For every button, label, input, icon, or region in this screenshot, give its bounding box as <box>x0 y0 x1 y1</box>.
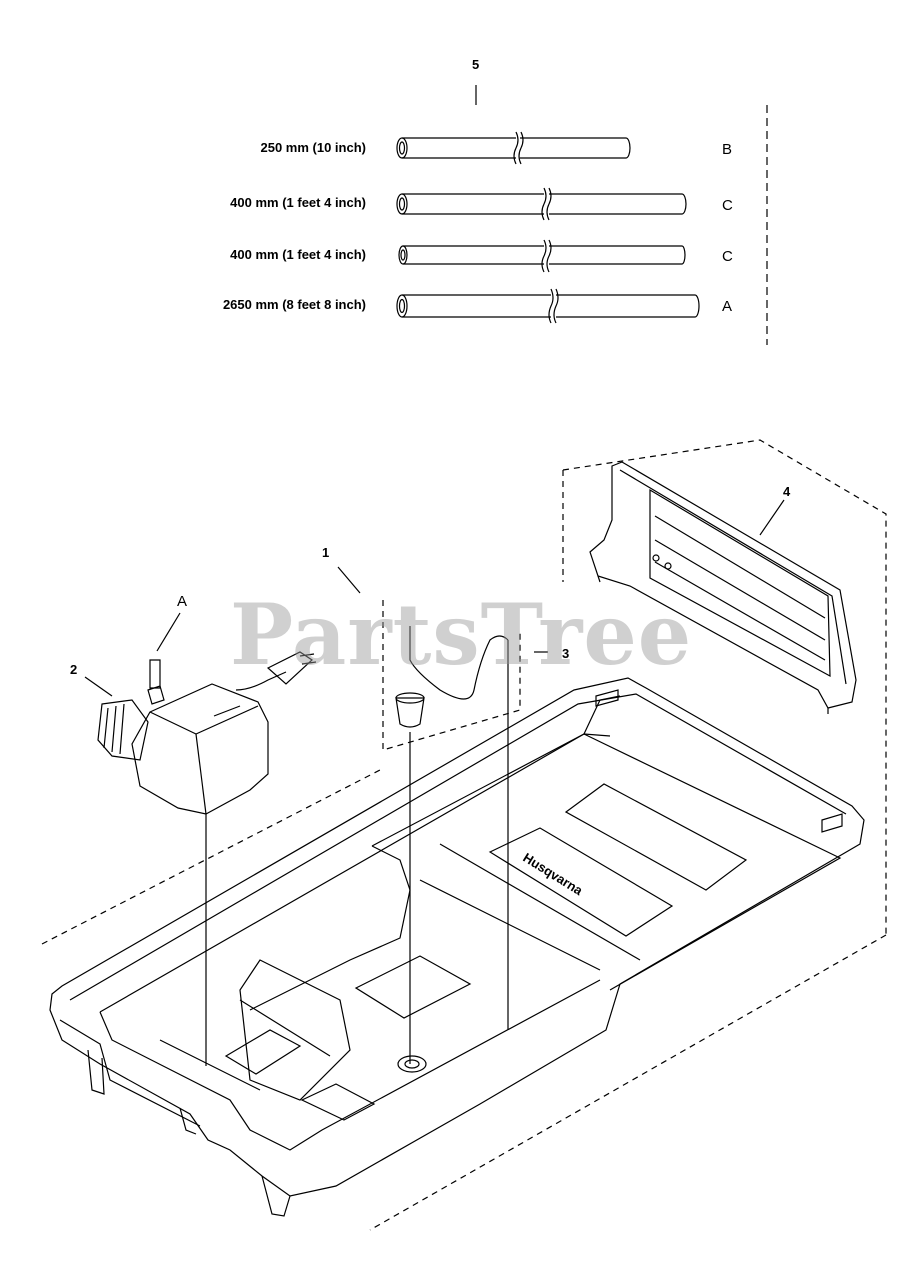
callout-4: 4 <box>783 484 791 499</box>
pump-drawing <box>97 651 317 815</box>
hose-length-b: 250 mm (10 inch) <box>260 140 367 155</box>
pump-leader-line <box>84 676 113 697</box>
hose-c1-drawing <box>396 187 687 221</box>
hose-c2-drawing <box>398 239 686 273</box>
hose-a-drawing <box>396 288 700 324</box>
hose-code-c1: C <box>722 197 733 214</box>
hose-length-c2: 400 mm (1 feet 4 inch) <box>230 247 366 262</box>
hose-code-c2: C <box>722 248 733 265</box>
tray-leader-line <box>337 566 361 594</box>
brand-plate <box>488 827 674 937</box>
callout-2: 2 <box>70 662 78 677</box>
hose-code-b: B <box>722 141 733 158</box>
water-tray-drawing <box>49 677 865 1217</box>
guard-leader-line <box>759 499 785 536</box>
plug-group-border <box>382 600 521 751</box>
splash-guard-drawing <box>589 461 857 714</box>
tray-group-border-left <box>41 769 381 945</box>
hose-length-a: 2650 mm (8 feet 8 inch) <box>222 297 366 312</box>
hose-length-c1: 400 mm (1 feet 4 inch) <box>230 195 366 210</box>
hose-code-a: A <box>722 298 733 315</box>
watermark-text: PartsTree <box>230 585 693 684</box>
hose-b-drawing <box>396 131 631 165</box>
tray-group-border-bottom <box>369 934 887 1231</box>
connection-a-leader-line <box>156 612 181 652</box>
callout-1: 1 <box>322 545 330 560</box>
guard-group-border <box>562 439 887 935</box>
callout-3: 3 <box>562 646 570 661</box>
callout-5: 5 <box>472 57 480 72</box>
callout-connection-a: A <box>177 593 188 610</box>
drain-plug-drawing <box>395 626 509 728</box>
